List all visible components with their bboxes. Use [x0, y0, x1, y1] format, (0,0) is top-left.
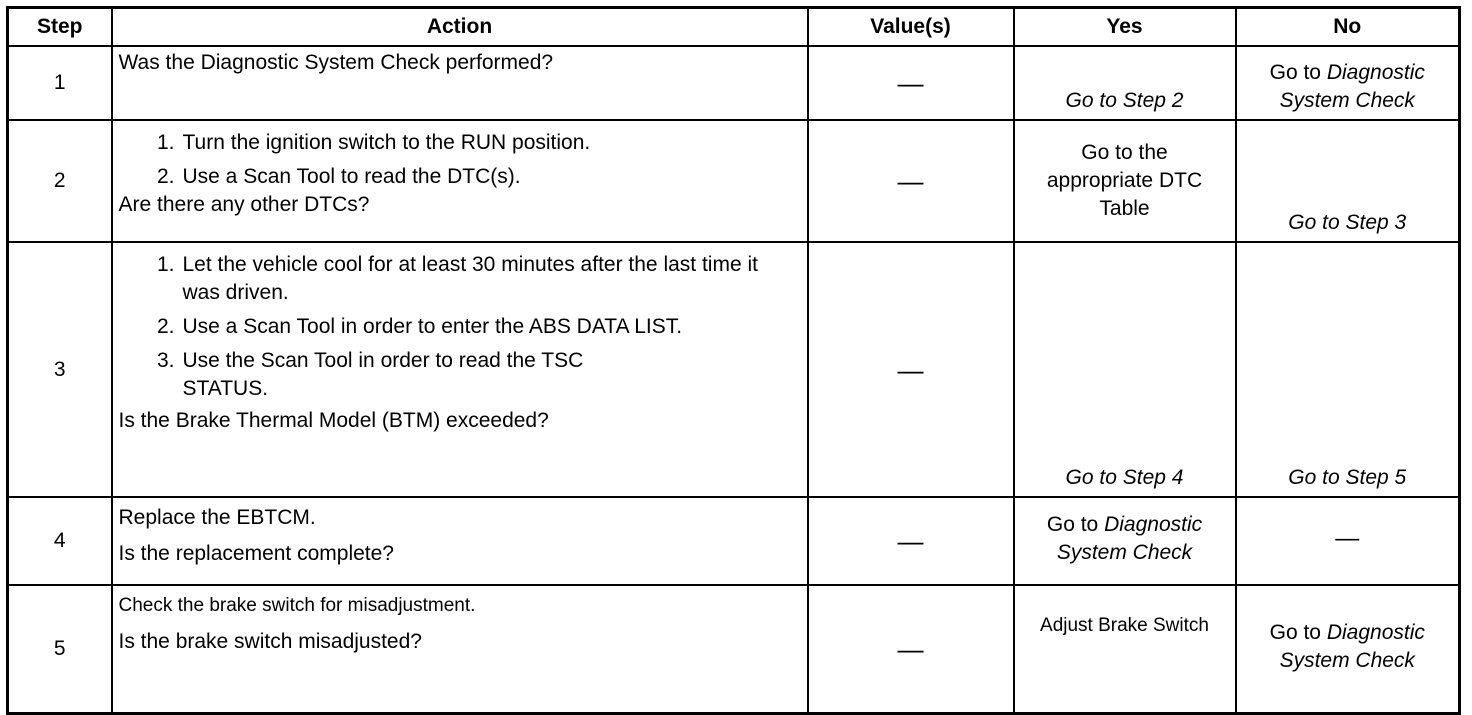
yes-cell: Go to Step 4 — [1012, 241, 1237, 498]
item-text: Use the Scan Tool in order to read the T… — [182, 349, 584, 400]
yes-link-text: Diagnostic System Check — [1056, 513, 1203, 564]
yes-cell: Go to Step 2 — [1012, 45, 1237, 121]
item-text: Use a Scan Tool to read the DTC(s). — [182, 165, 521, 188]
action-cell: 1. Turn the ignition switch to the RUN p… — [110, 119, 809, 243]
action-question: Are there any other DTCs? — [118, 193, 370, 216]
action-text: Was the Diagnostic System Check performe… — [118, 51, 554, 74]
value-cell: — — [806, 496, 1015, 586]
action-cell: 1. Let the vehicle cool for at least 30 … — [110, 241, 809, 498]
action-cell: Check the brake switch for misadjustment… — [110, 584, 809, 715]
value-cell: — — [806, 119, 1015, 243]
no-cell: Go to Step 3 — [1234, 119, 1461, 243]
item-number: 1. — [156, 253, 175, 276]
item-number: 1. — [156, 131, 175, 154]
action-cell: Replace the EBTCM. Is the replacement co… — [110, 496, 809, 586]
no-cell: Go to Diagnostic System Check — [1234, 584, 1461, 715]
diagnostic-table: Step Action Value(s) Yes No 1 Was the Di… — [6, 6, 1461, 715]
action-cell: Was the Diagnostic System Check performe… — [110, 45, 809, 121]
item-text: Use a Scan Tool in order to enter the AB… — [182, 315, 683, 338]
action-question: Is the Brake Thermal Model (BTM) exceede… — [118, 409, 549, 432]
value-cell: — — [806, 241, 1015, 498]
yes-cell: Adjust Brake Switch — [1012, 584, 1237, 715]
table-row: 2 1. Turn the ignition switch to the RUN… — [6, 119, 1461, 243]
yes-prefix: Go to — [1046, 513, 1099, 536]
action-item: 2. Use a Scan Tool to read the DTC(s). — [119, 163, 801, 191]
header-step: Step — [6, 6, 113, 47]
header-values: Value(s) — [806, 6, 1015, 47]
value-cell: — — [806, 45, 1015, 121]
no-link-text: Diagnostic System Check — [1279, 621, 1425, 672]
action-item: 1. Turn the ignition switch to the RUN p… — [119, 129, 801, 157]
step-number: 4 — [6, 496, 113, 586]
no-link-text: Diagnostic System Check — [1279, 61, 1425, 112]
value-cell: — — [806, 584, 1015, 715]
item-text: Turn the ignition switch to the RUN posi… — [182, 131, 591, 154]
step-number: 1 — [6, 45, 113, 121]
item-number: 2. — [156, 315, 175, 338]
item-text: Let the vehicle cool for at least 30 min… — [182, 253, 758, 304]
item-number: 3. — [156, 349, 175, 372]
yes-cell: Go to the appropriate DTC Table — [1012, 119, 1237, 243]
table-row: 5 Check the brake switch for misadjustme… — [6, 584, 1461, 715]
no-prefix: Go to — [1269, 61, 1321, 84]
action-question: Is the brake switch misadjusted? — [118, 630, 422, 653]
header-yes: Yes — [1012, 6, 1237, 47]
table-row: 3 1. Let the vehicle cool for at least 3… — [6, 241, 1461, 498]
yes-cell: Go to Diagnostic System Check — [1012, 496, 1237, 586]
step-number: 2 — [6, 119, 113, 243]
action-item: 2. Use a Scan Tool in order to enter the… — [119, 313, 801, 341]
no-prefix: Go to — [1269, 621, 1321, 644]
step-number: 3 — [6, 241, 113, 498]
action-text: Replace the EBTCM. — [118, 506, 316, 529]
no-cell: Go to Diagnostic System Check — [1234, 45, 1461, 121]
action-item: 1. Let the vehicle cool for at least 30 … — [119, 251, 801, 307]
no-cell: — — [1234, 496, 1461, 586]
header-action: Action — [110, 6, 809, 47]
header-no: No — [1234, 6, 1461, 47]
item-number: 2. — [156, 165, 175, 188]
header-row: Step Action Value(s) Yes No — [6, 6, 1461, 47]
no-cell: Go to Step 5 — [1234, 241, 1461, 498]
step-number: 5 — [6, 584, 113, 715]
action-item: 3. Use the Scan Tool in order to read th… — [119, 347, 801, 403]
table-row: 4 Replace the EBTCM. Is the replacement … — [6, 496, 1461, 586]
table-row: 1 Was the Diagnostic System Check perfor… — [6, 45, 1461, 121]
action-question: Is the replacement complete? — [118, 542, 394, 565]
action-text: Check the brake switch for misadjustment… — [118, 595, 476, 616]
